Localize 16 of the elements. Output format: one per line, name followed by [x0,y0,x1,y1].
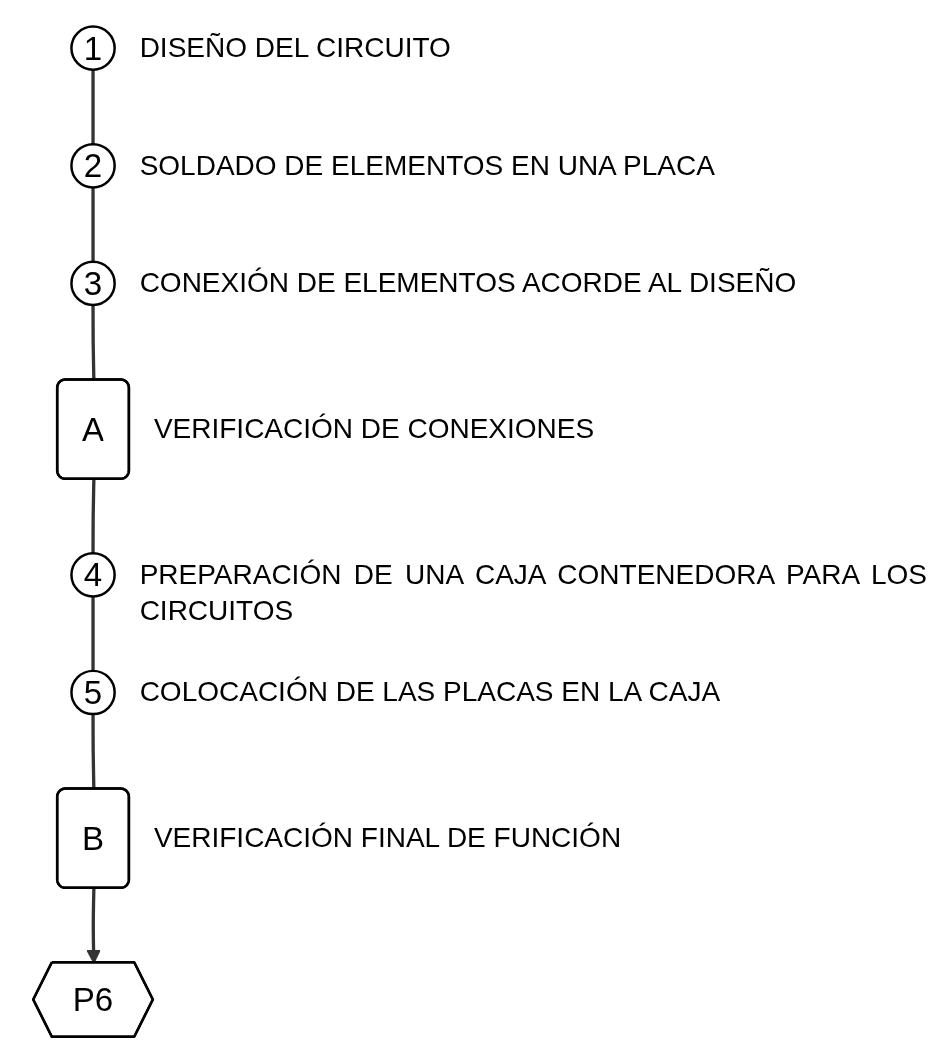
step-description: DISEÑO DEL CIRCUITO [139,31,452,66]
step-description: CONEXIÓN DE ELEMENTOS ACORDE AL DISEÑO [139,266,798,301]
node-circle: 3 [70,260,116,307]
step-description: VERIFICACIÓN FINAL DE FUNCIÓN [153,821,623,856]
step-description: VERIFICACIÓN DE CONEXIONES [153,412,596,447]
step-description: PREPARACIÓN DE UNA CAJA CONTENEDORA PARA LOS CIRCUITOS [139,557,927,629]
step-description: SOLDADO DE ELEMENTOS EN UNA PLACA [139,148,716,183]
step-description: COLOCACIÓN DE LAS PLACAS EN LA CAJA [139,675,722,710]
node-circle: 4 [70,551,116,598]
connector [91,479,96,554]
node-circle: 1 [70,25,116,71]
node-circle: 2 [70,142,116,189]
connector [91,69,95,145]
connector [91,187,95,262]
connector [91,596,95,671]
node-circle: 5 [70,669,116,716]
